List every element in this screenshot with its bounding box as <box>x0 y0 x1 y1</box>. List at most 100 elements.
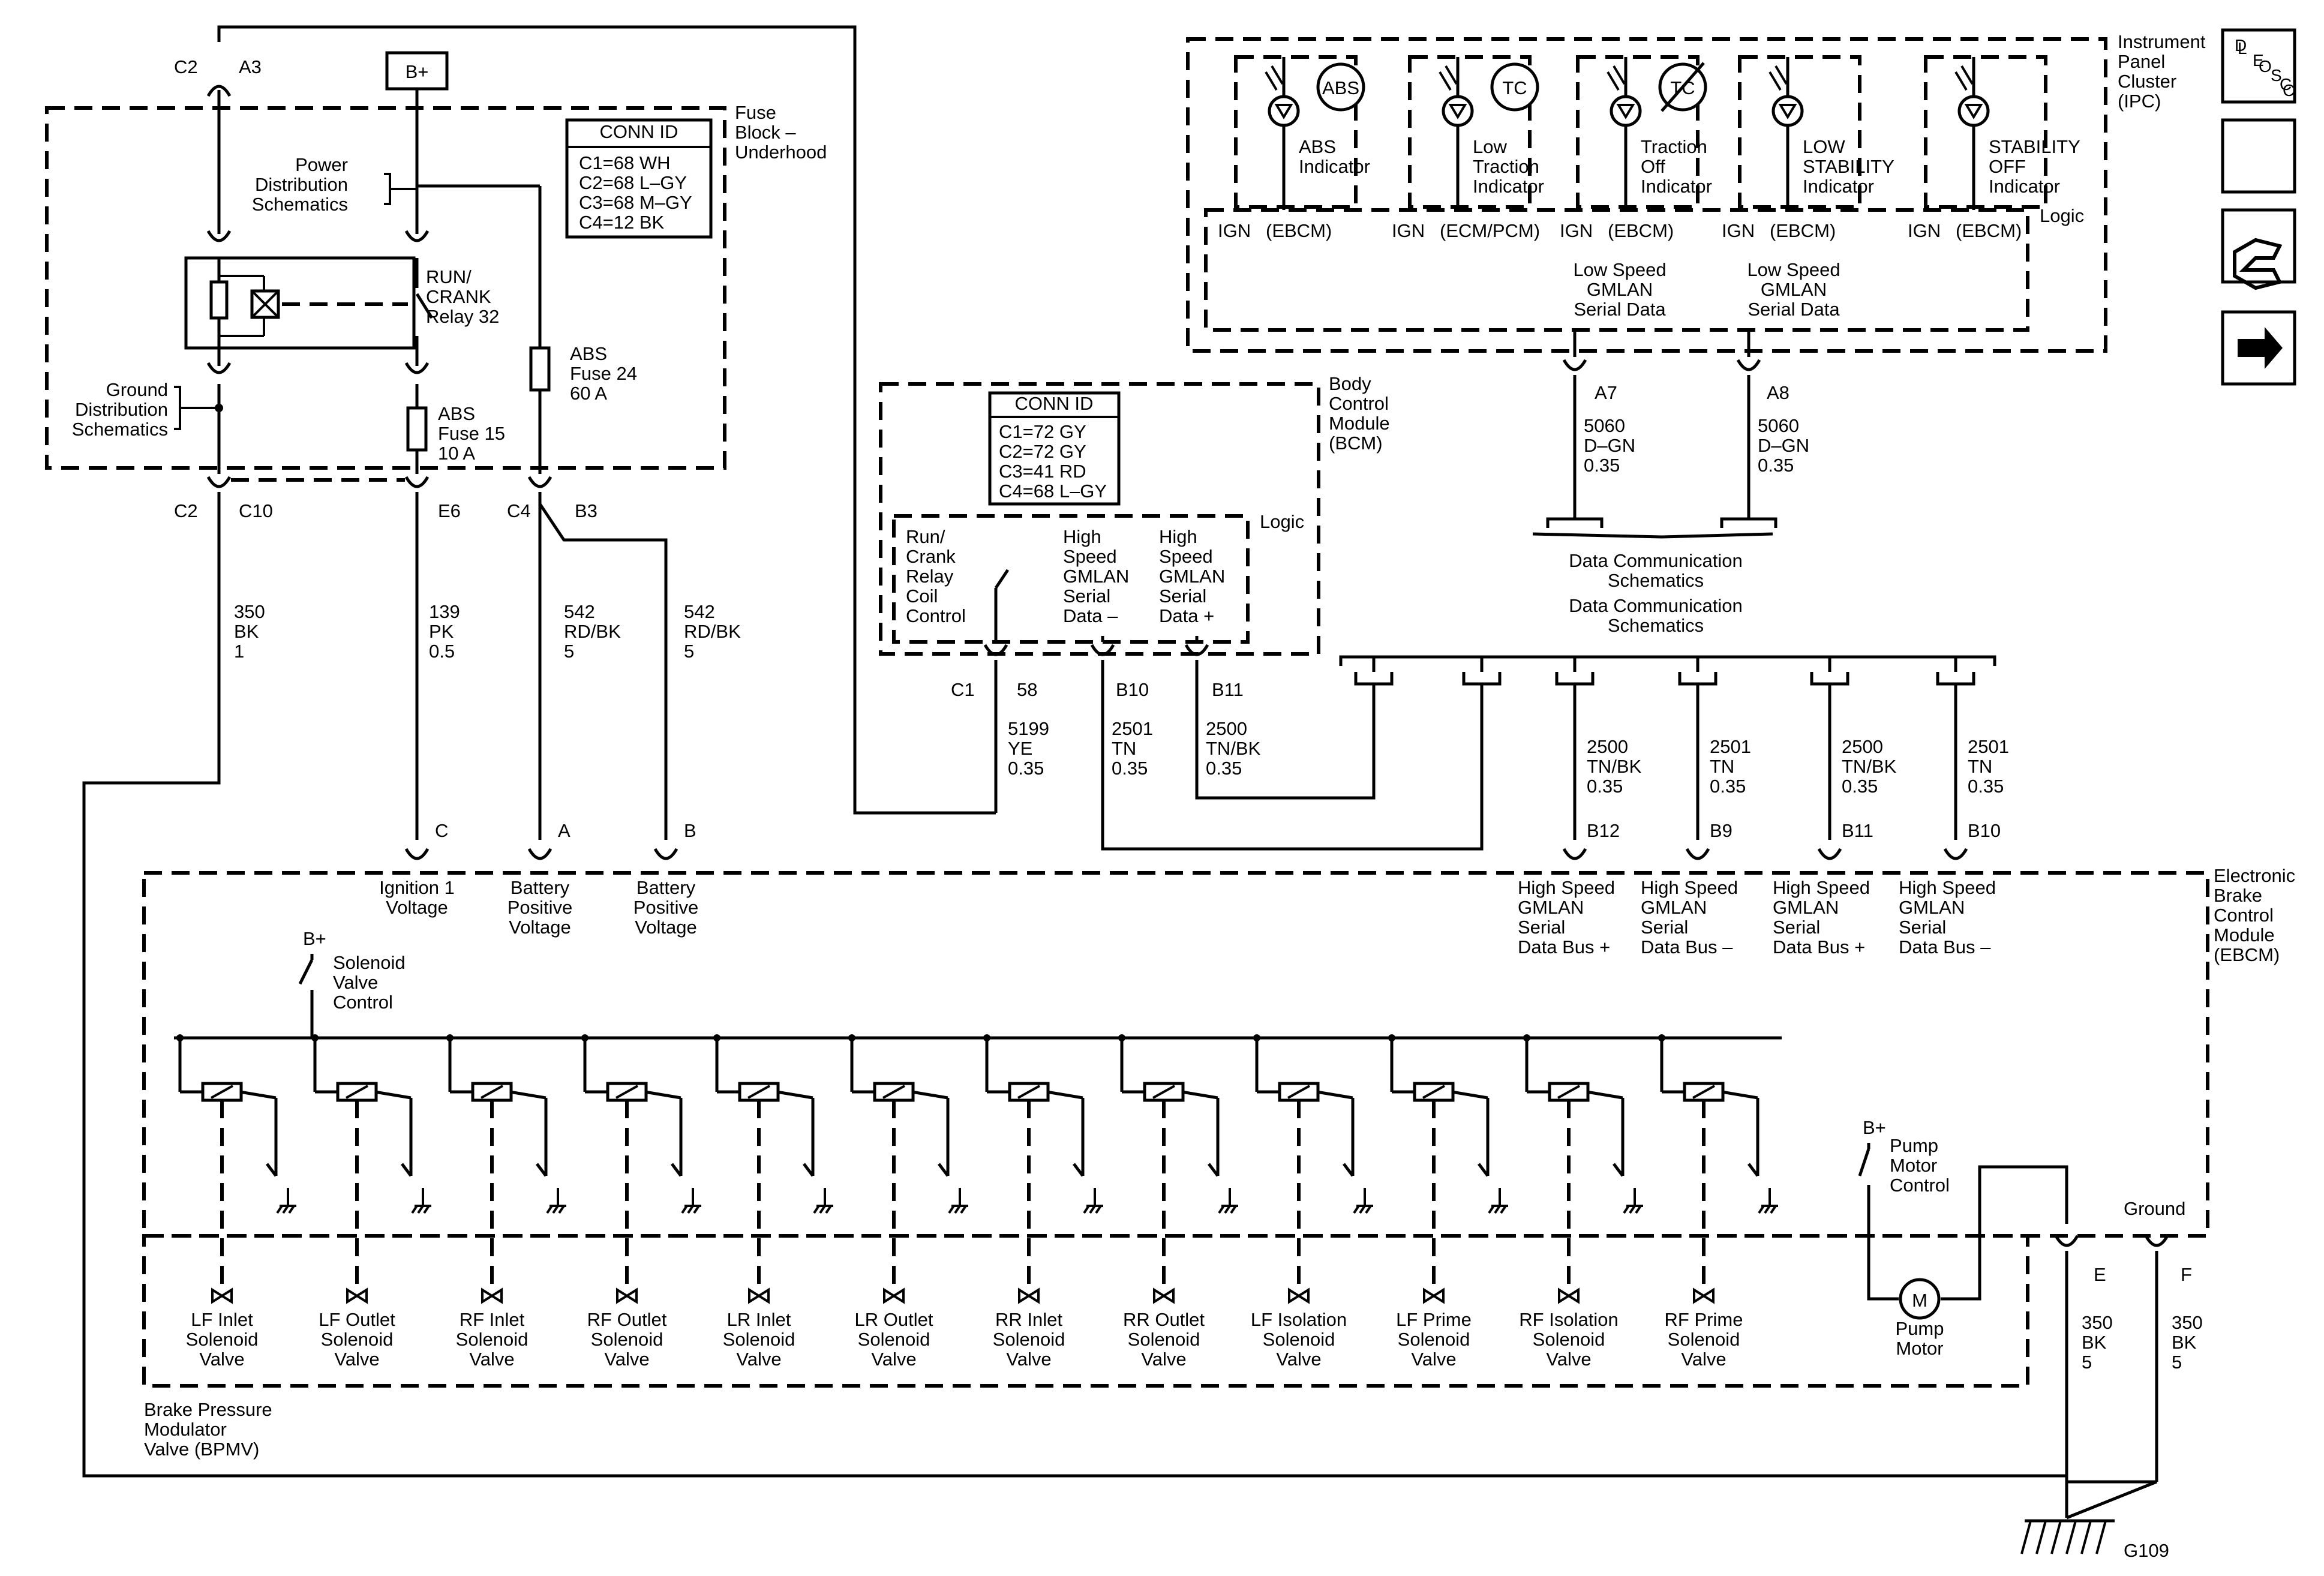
valve-label-6: Valve <box>1006 1349 1051 1370</box>
solenoid-switch <box>803 1163 814 1177</box>
pin-A-text: Battery <box>511 877 570 898</box>
solenoid-coil-icon <box>1287 1085 1310 1099</box>
bcm-hs-minus-label: GMLAN <box>1063 566 1129 587</box>
c2-bot-label: C2 <box>174 500 198 521</box>
ground-icon <box>1083 1188 1103 1214</box>
conn-id-list: C2=68 L–GY <box>579 172 687 193</box>
wrench-button[interactable] <box>2221 208 2296 290</box>
bcm-conn-list: C4=68 L–GY <box>999 481 1107 502</box>
solenoid-coil-icon <box>481 1085 503 1099</box>
loc-button[interactable] <box>2221 28 2296 104</box>
w <box>1586 1090 1623 1100</box>
w <box>1316 1090 1353 1100</box>
bcm-label: (BCM) <box>1329 433 1383 454</box>
bplus-label: B+ <box>406 61 429 82</box>
a7-label: A7 <box>1595 382 1617 403</box>
valve-label-11: RF Prime <box>1665 1309 1743 1330</box>
solenoid-coil-icon <box>1548 1082 1590 1102</box>
solenoid-coil-icon <box>1692 1085 1715 1099</box>
wire-e-label: 350 <box>2082 1312 2113 1333</box>
valve-label-8: LF Isolation <box>1251 1309 1347 1330</box>
wire-139-label: 0.5 <box>429 641 455 662</box>
data-comm-label-2: Schematics <box>1608 615 1704 636</box>
gmlan-pin-text-3: High Speed <box>1899 877 1996 898</box>
w <box>1046 1090 1083 1100</box>
light-arrow-icon <box>1445 65 1458 85</box>
gmlan-pin-text-2: Serial <box>1773 917 1820 938</box>
ground-icon <box>546 1188 566 1214</box>
pin-B-text: Battery <box>636 877 696 898</box>
ground-icon <box>948 1205 955 1214</box>
wire-gmlan-label-1: 2501 <box>1710 736 1751 757</box>
junction-dot <box>581 1034 588 1041</box>
w <box>911 1090 948 1100</box>
solenoid-coil-icon <box>1152 1085 1175 1099</box>
ebcm-label: Module <box>2214 924 2275 945</box>
desc-button-letter: D <box>2235 36 2247 55</box>
ign-label: IGN <box>1908 220 1941 241</box>
solenoid-coil-icon <box>471 1082 513 1102</box>
ign-src-label: (ECM/PCM) <box>1440 220 1540 241</box>
indicator-box-0 <box>1234 55 1358 209</box>
splice-a8 <box>1720 517 1777 528</box>
wire-2500-label: TN/BK <box>1206 738 1261 759</box>
ground-icon <box>687 1205 694 1214</box>
wire-f-label: 5 <box>2172 1352 2182 1373</box>
ground-icon <box>693 1205 700 1214</box>
indicator-label-0: ABS <box>1299 136 1336 157</box>
g109-hatch <box>2095 1520 2107 1554</box>
ground-dist-label: Distribution <box>75 399 168 420</box>
solenoid-switch <box>1343 1163 1354 1177</box>
next-button[interactable] <box>2221 310 2296 386</box>
wire-a3-to-bcm <box>217 25 996 815</box>
wire-139-label: 139 <box>429 601 460 622</box>
abs-icon-text: ABS <box>1322 77 1359 98</box>
connector-c1-58 <box>983 644 1008 656</box>
wrench-hand-icon <box>2233 238 2283 290</box>
pin-A-text: Voltage <box>509 917 571 938</box>
bpmv-label: Valve (BPMV) <box>144 1439 259 1460</box>
indicator-lamp-icon <box>1442 95 1474 127</box>
bcm-conn-list: C1=72 GY <box>999 421 1086 442</box>
gmlan-pin-text-1: High Speed <box>1641 877 1738 898</box>
wire-2501-label: TN <box>1112 738 1136 759</box>
wire-a8-label: 5060 <box>1758 415 1799 436</box>
fuse-block-label: Underhood <box>735 142 827 163</box>
wire-gmlan-label-3: 0.35 <box>1968 776 2004 797</box>
desc-button[interactable] <box>2221 118 2296 194</box>
traction-icon <box>1490 62 1539 112</box>
w <box>644 1090 681 1100</box>
indicator-label-2: Traction <box>1641 136 1707 157</box>
indicator-lamp-icon <box>1610 95 1642 127</box>
wire-139-label: PK <box>429 621 454 642</box>
bcm-hs-minus-label: Serial <box>1063 586 1110 607</box>
valve-label-10: Valve <box>1546 1349 1591 1370</box>
c4-label: C4 <box>507 500 531 521</box>
ground-icon <box>1770 1205 1777 1214</box>
gmlan-pin-text-1: Data Bus – <box>1641 936 1733 957</box>
ground-icon <box>954 1205 961 1214</box>
pin-58-label: 58 <box>1017 679 1037 700</box>
valve-label-5: Solenoid <box>858 1329 930 1350</box>
abs-fuse-15-label: 10 A <box>438 443 475 464</box>
bcm-label: Body <box>1329 373 1371 394</box>
valve-icon <box>1423 1287 1445 1304</box>
ground-icon <box>1089 1205 1096 1214</box>
wire-gmlan-label-0: TN/BK <box>1587 756 1642 777</box>
ground-icon <box>948 1188 968 1214</box>
loc-button[interactable]: LOC <box>2221 28 2296 104</box>
wire-e-label: BK <box>2082 1332 2107 1353</box>
abs-fuse-15-label: ABS <box>438 403 475 424</box>
bcm-runcrank-label: Control <box>906 605 966 626</box>
wire-542-label: 542 <box>564 601 595 622</box>
junction-dot <box>446 1034 454 1041</box>
wire-542-label: 5 <box>564 641 574 662</box>
wire-gmlan-label-3: 2501 <box>1968 736 2009 757</box>
junction-dot <box>1253 1034 1260 1041</box>
gmlan-pin-text-3: Serial <box>1899 917 1946 938</box>
connector-B12 <box>1562 848 1587 860</box>
wire-2500-label: 2500 <box>1206 718 1247 739</box>
w <box>374 1090 412 1100</box>
